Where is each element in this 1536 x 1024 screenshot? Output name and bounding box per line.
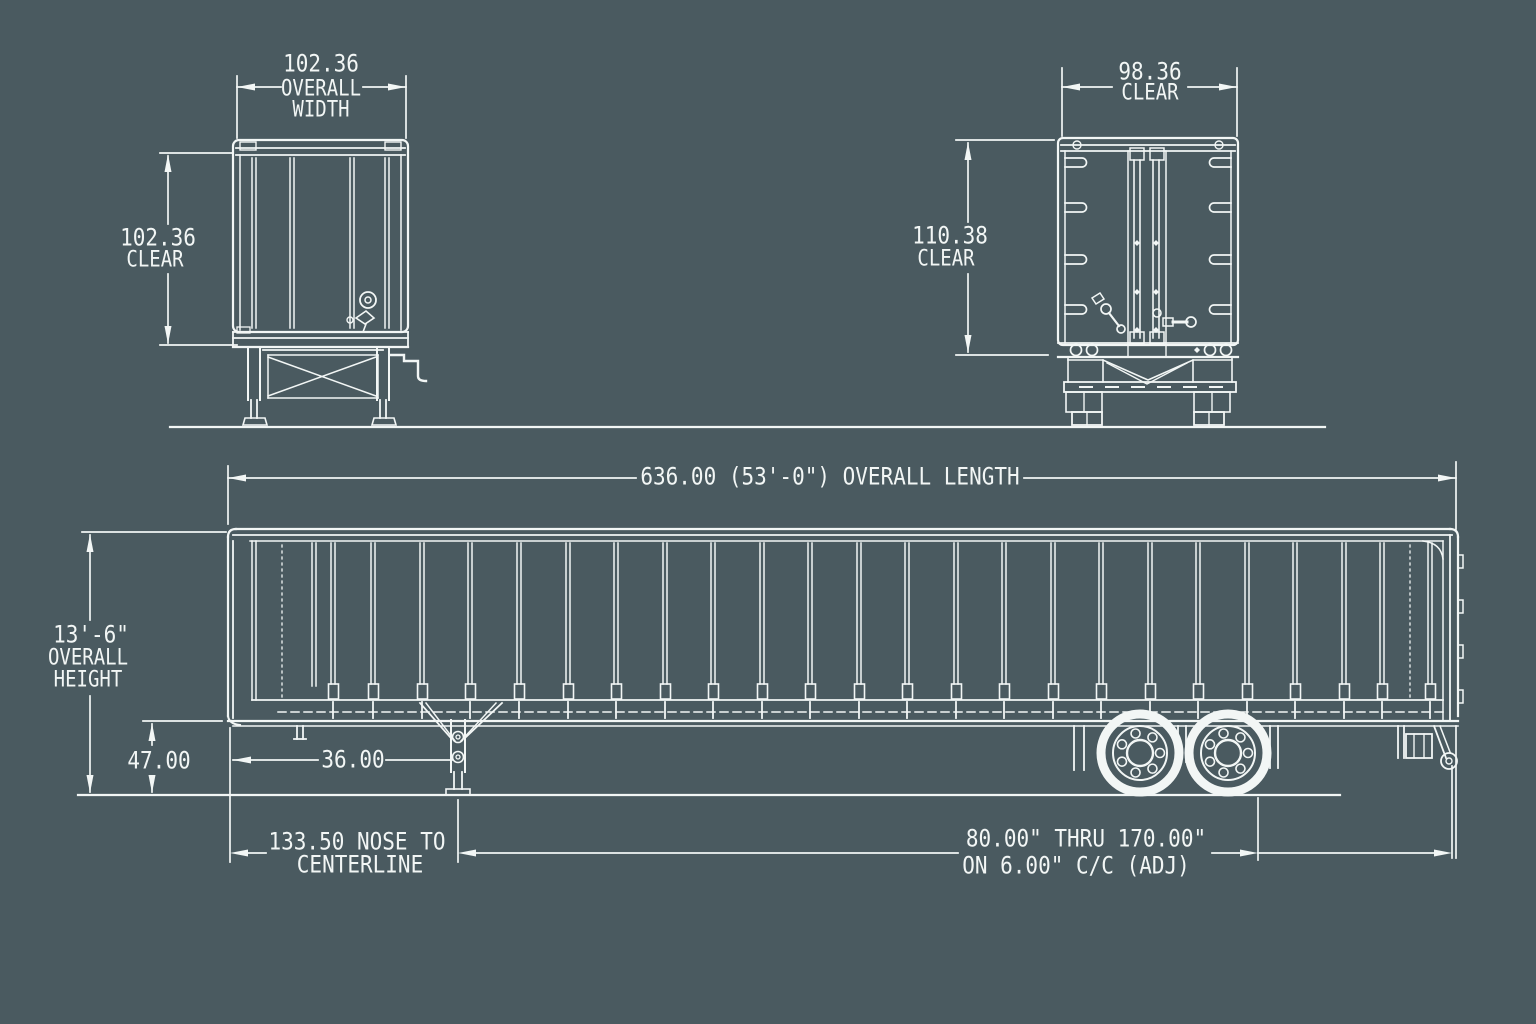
overall-height-label2: HEIGHT (53, 666, 123, 693)
front-clear-height-value: 102.36 (120, 223, 196, 252)
front-overall-width-value: 102.36 (283, 49, 359, 78)
rear-clear-width-value: 98.36 (1118, 57, 1182, 86)
kingpin-dimension: 36.00 (321, 745, 385, 774)
front-overall-width-label1: OVERALL (280, 75, 362, 102)
nose-to-centerline-line2: CENTERLINE (296, 850, 424, 879)
rear-clear-height-label: CLEAR (917, 245, 975, 272)
side-view-drawing (226, 527, 1464, 797)
overall-height-value: 13'-6" (53, 620, 129, 649)
rear-view-drawing (1056, 136, 1240, 426)
axle-slide-dimension-line2: ON 6.00" C/C (ADJ) (962, 851, 1190, 880)
rear-frame-height-dimension: 47.00 (127, 746, 191, 775)
nose-to-centerline-line1: 133.50 NOSE TO (268, 827, 446, 856)
axle-slide-dimension-line1: 80.00" THRU 170.00" (965, 824, 1207, 853)
front-view-drawing (231, 138, 428, 426)
rear-clear-height-value: 110.38 (912, 221, 988, 250)
rear-clear-width-label: CLEAR (1121, 79, 1179, 106)
overall-length-dimension: 636.00 (53'-0") OVERALL LENGTH (640, 462, 1020, 491)
overall-height-label1: OVERALL (47, 644, 129, 671)
front-clear-height-label: CLEAR (126, 246, 184, 273)
front-overall-width-label2: WIDTH (292, 96, 350, 123)
dimension-arrows (86, 83, 1456, 857)
